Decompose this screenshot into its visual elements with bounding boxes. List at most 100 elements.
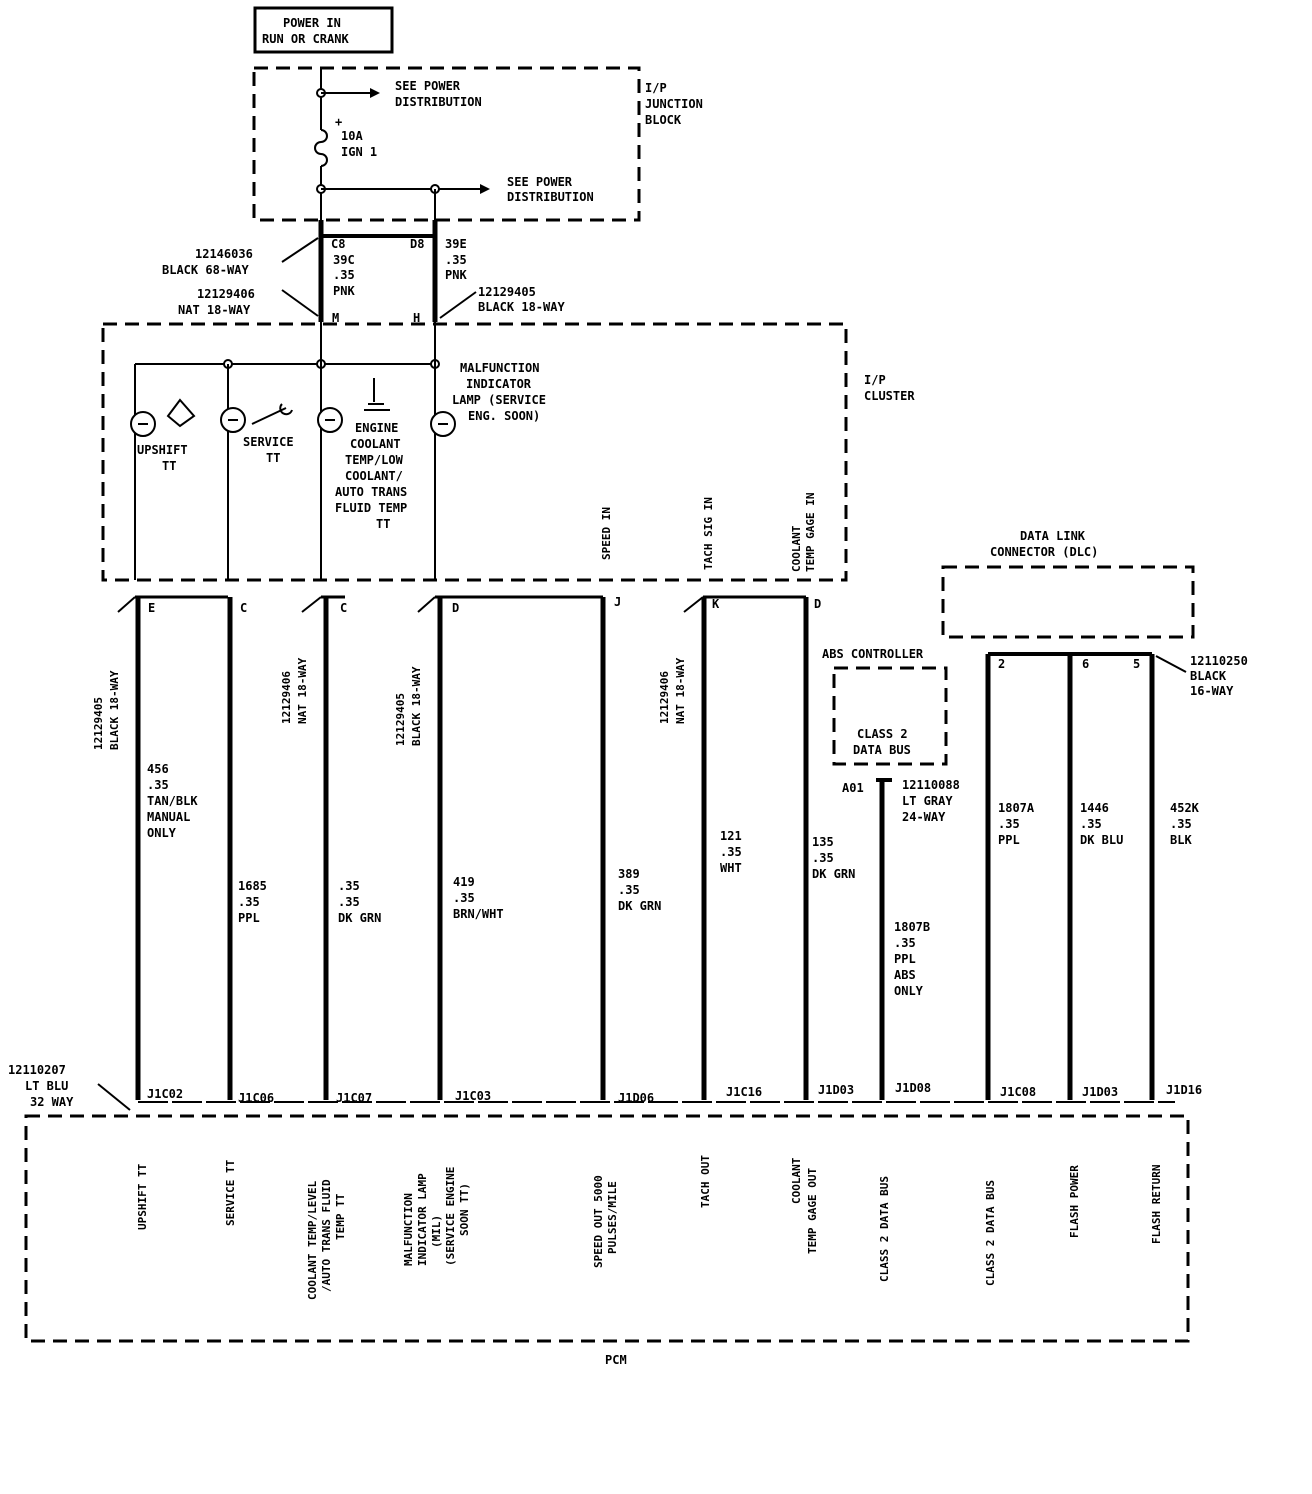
pcm-function: FLASH POWER [1068,1165,1081,1238]
coolant-label: AUTO TRANS [335,485,407,499]
junction-label-3: BLOCK [645,113,682,127]
pcm-function: MALFUNCTION [402,1193,415,1266]
connector-part: NAT 18-WAY [178,303,251,317]
abs-pin: A01 [842,781,864,795]
pin-label: K [712,597,720,611]
wire-label: 419 [453,875,475,889]
pin-label: D [814,597,821,611]
wire-label: .35 [445,253,467,267]
pcm-function: (MIL) [430,1215,443,1248]
arrow-icon [370,88,380,98]
conn-part-2: NAT 18-WAY [296,657,309,724]
dlc-conn-part: 12110250 [1190,654,1248,668]
wire-label: ONLY [147,826,177,840]
pcm-function: COOLANT [790,1157,803,1204]
conn-part: 12129406 [658,671,671,724]
leader-line [1155,655,1187,673]
pcm-function: UPSHIFT TT [136,1163,149,1230]
pcm-function-group: FLASH POWER [1068,1165,1081,1238]
cluster-label-2: CLUSTER [864,389,915,403]
tach-sig-label-group: TACH SIG IN [702,497,715,570]
dlc-conn-part-3: 16-WAY [1190,684,1234,698]
pcm-function: INDICATOR LAMP [416,1173,429,1266]
pcm-pin: J1D16 [1166,1083,1202,1097]
pcm-pin: J1C02 [147,1087,183,1101]
pcm-conn-color: LT BLU [25,1079,68,1093]
leader-line [417,596,436,613]
wire-label: .35 [338,895,360,909]
tach-sig-label: TACH SIG IN [702,497,715,570]
connector-part: BLACK 18-WAY [478,300,565,314]
pin-label: 6 [1082,657,1089,671]
pcm-conn-way: 32 WAY [30,1095,74,1109]
pcm-pin: J1C07 [336,1091,372,1105]
conn-label-group: 12129406 NAT 18-WAY [280,657,309,724]
speed-in-label-group: SPEED IN [600,507,613,560]
mil-label: INDICATOR [466,377,532,391]
service-label: SERVICE [243,435,294,449]
power-in-label: POWER IN [283,16,341,30]
power-in-box [253,6,394,54]
wire-label: .35 [998,817,1020,831]
pcm-function-group: SERVICE TT [224,1159,237,1226]
dlc-label-2: CONNECTOR (DLC) [990,545,1098,559]
upshift-arrow-icon [166,398,196,428]
pcm-function-group: MALFUNCTION INDICATOR LAMP (MIL) (SERVIC… [402,1167,471,1266]
connector-part: 12129405 [478,285,536,299]
pcm-function: CLASS 2 DATA BUS [984,1180,997,1286]
dlc-conn-part-2: BLACK [1190,669,1227,683]
pin-label: C [340,601,347,615]
wire-label: PPL [998,833,1020,847]
pin-c8: C8 [331,237,345,251]
speed-in-label: SPEED IN [600,507,613,560]
wire-label: WHT [720,861,742,875]
coolant-label: TEMP/LOW [345,453,404,467]
power-in-label-2: RUN OR CRANK [262,32,349,46]
wire-label: DK GRN [618,899,661,913]
wire-label: MANUAL [147,810,190,824]
conn-part: 12129405 [92,697,105,750]
wire-label: DK GRN [812,867,855,881]
wire-label: BLK [1170,833,1192,847]
see-power-label: SEE POWER [395,79,461,93]
wire-label: 452K [1170,801,1200,815]
see-power-label-2: DISTRIBUTION [507,190,594,204]
fuse-icon [314,129,328,167]
abs-bus-label-2: DATA BUS [853,743,911,757]
fuse-amp: 10A [341,129,363,143]
wire-label: .35 [238,895,260,909]
wire-label: PPL [238,911,260,925]
pcm-function: FLASH RETURN [1150,1165,1163,1244]
connector-part: BLACK 68-WAY [162,263,249,277]
fuse-name: IGN 1 [341,145,377,159]
pin-label: D [452,601,459,615]
pcm-function: SOON TT) [458,1183,471,1236]
wire-label: .35 [812,851,834,865]
connector-part: 12146036 [195,247,253,261]
pin-label: 5 [1133,657,1140,671]
wire-label: 121 [720,829,742,843]
coolant-temp-icon [364,378,390,411]
conn-part-2: NAT 18-WAY [674,657,687,724]
pcm-function: (SERVICE ENGINE [444,1167,457,1266]
pcm-function-group: SPEED OUT 5000 PULSES/MILE [592,1175,619,1268]
arrow-icon [480,184,490,194]
leader-line [301,596,322,613]
pcm-function: PULSES/MILE [606,1181,619,1254]
pcm-function: SERVICE TT [224,1159,237,1226]
wire-label: 1807A [998,801,1035,815]
pcm-pin: J1C06 [238,1091,274,1105]
pin-label: C [240,601,247,615]
wire-label: .35 [618,883,640,897]
conn-part: 12129405 [394,693,407,746]
pcm-function: TACH OUT [699,1155,712,1208]
mil-label: LAMP (SERVICE [452,393,546,407]
coolant-gage-label: COOLANT [790,525,803,572]
conn-label-group: 12129406 NAT 18-WAY [658,657,687,724]
wire-label: .35 [453,891,475,905]
pcm-function-group: COOLANT TEMP GAGE OUT [790,1157,819,1254]
wire-label: 135 [812,835,834,849]
pcm-pin: J1D03 [818,1083,854,1097]
pcm-function: COOLANT TEMP/LEVEL [306,1180,319,1300]
